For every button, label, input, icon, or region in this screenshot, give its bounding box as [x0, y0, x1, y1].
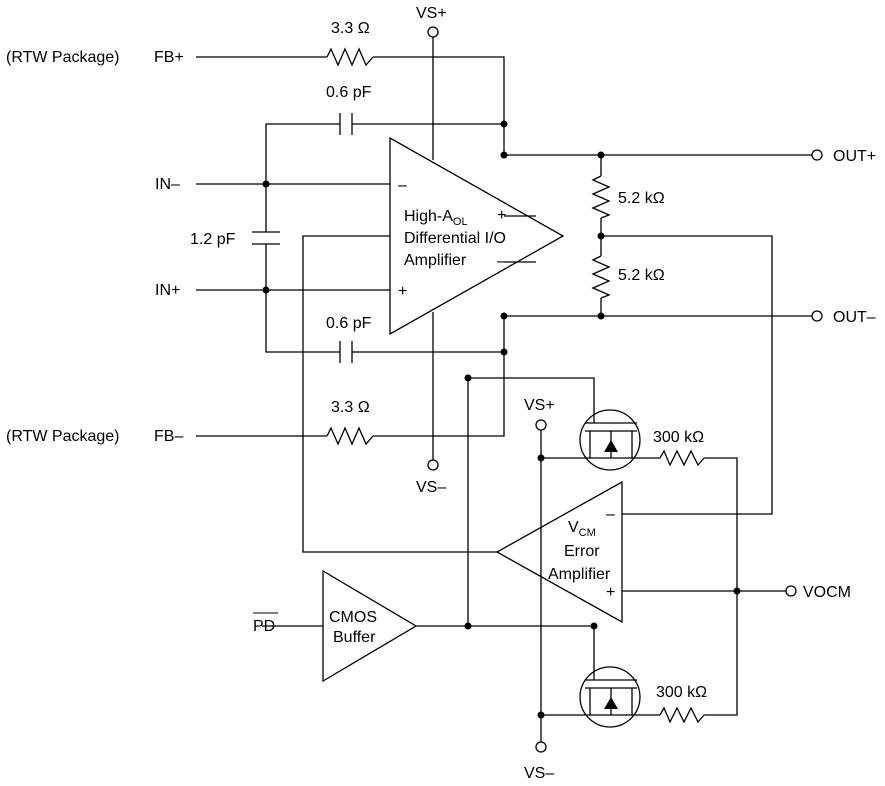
capacitor-top-value: 0.6 pF [326, 84, 372, 101]
main-amp-in-plus: + [398, 283, 407, 300]
main-amplifier [389, 136, 565, 336]
junction-dot [500, 312, 508, 320]
wires [196, 37, 812, 742]
vocm-label: VOCM [803, 584, 851, 601]
junction-dot [733, 587, 741, 595]
resistor-divider-top-value: 5.2 kΩ [618, 190, 665, 207]
junction-dot [500, 120, 508, 128]
capacitor-top [339, 113, 353, 135]
pd-label: PD [253, 618, 275, 635]
terminal-vs-minus-bot [535, 741, 547, 753]
main-amp-out-plus: + [497, 207, 506, 224]
resistor-fb-bottom-value: 3.3 Ω [331, 399, 370, 416]
out-minus-label: OUT– [833, 309, 876, 326]
terminal-vocm [785, 585, 797, 597]
junction-dot [537, 711, 545, 719]
cmos-buffer [322, 569, 418, 683]
junction-dot [597, 312, 605, 320]
error-amp-in-minus: – [606, 506, 615, 523]
in-minus-label: IN– [155, 176, 180, 193]
junction-dot [262, 286, 270, 294]
cmos-buffer-line2: Buffer [333, 629, 376, 646]
error-amplifier [495, 480, 623, 624]
capacitor-bottom [339, 341, 353, 363]
resistor-bias-bottom-value: 300 kΩ [656, 684, 707, 701]
main-amp-in-minus: – [398, 177, 407, 194]
labels: (RTW Package) FB+ (RTW Package) FB– IN– … [6, 5, 876, 782]
terminal-out-plus [811, 149, 823, 161]
resistor-bias-top-value: 300 kΩ [653, 429, 704, 446]
terminal-vs-plus-top [427, 26, 439, 38]
terminals [427, 26, 823, 753]
resistor-divider-bottom-value: 5.2 kΩ [618, 267, 665, 284]
cmos-buffer-line1: CMOS [329, 609, 377, 626]
junction-dot [464, 622, 472, 630]
resistor-divider-bottom [591, 255, 611, 299]
in-plus-label: IN+ [155, 282, 180, 299]
junction-dot [262, 180, 270, 188]
main-amp-title: High-AOL [404, 208, 468, 228]
resistor-fb-top [326, 47, 374, 67]
rtw-package-label-bottom: (RTW Package) [6, 428, 120, 445]
fb-minus-label: FB– [154, 428, 183, 445]
terminal-vs-minus-mid [427, 459, 439, 471]
error-amp-line2: Error [564, 543, 600, 560]
junction-dot [537, 454, 545, 462]
junction-dot [500, 348, 508, 356]
transistor-top [579, 409, 641, 471]
vs-minus-bottom-label: VS– [524, 765, 554, 782]
fb-plus-label: FB+ [154, 49, 184, 66]
capacitor-input [252, 231, 280, 245]
capacitors [252, 113, 353, 363]
junction-dot [597, 151, 605, 159]
main-amp-out-minus: – [497, 253, 506, 270]
junction-dot [464, 374, 472, 382]
rtw-package-label-top: (RTW Package) [6, 49, 120, 66]
vs-plus-top-label: VS+ [416, 5, 447, 22]
main-amplifier-triangle [389, 136, 565, 336]
resistor-divider-top [591, 175, 611, 219]
terminal-out-minus [811, 310, 823, 322]
resistor-fb-bottom [326, 426, 374, 446]
junction-dot [500, 151, 508, 159]
junction-dot [597, 232, 605, 240]
vs-minus-mid-label: VS– [416, 479, 446, 496]
resistor-fb-top-value: 3.3 Ω [331, 20, 370, 37]
error-amp-line3: Amplifier [548, 566, 611, 583]
main-amp-line3: Amplifier [404, 252, 467, 269]
error-amp-in-plus: + [606, 584, 615, 601]
capacitor-bottom-value: 0.6 pF [326, 315, 372, 332]
junction-dots [262, 120, 741, 719]
transistor-bottom [579, 666, 641, 728]
vs-plus-mid-label: VS+ [524, 397, 555, 414]
main-amp-line2: Differential I/O [404, 230, 506, 247]
resistors [326, 47, 705, 724]
terminal-vs-plus-mid [535, 419, 547, 431]
out-plus-label: OUT+ [833, 148, 876, 165]
junction-dot [590, 622, 598, 630]
resistor-bias-top [659, 449, 705, 467]
cmos-buffer-triangle [322, 569, 418, 683]
capacitor-input-value: 1.2 pF [190, 231, 236, 248]
error-amplifier-triangle [495, 480, 623, 624]
resistor-bias-bottom [659, 706, 705, 724]
error-amp-title: VCM [568, 519, 596, 539]
